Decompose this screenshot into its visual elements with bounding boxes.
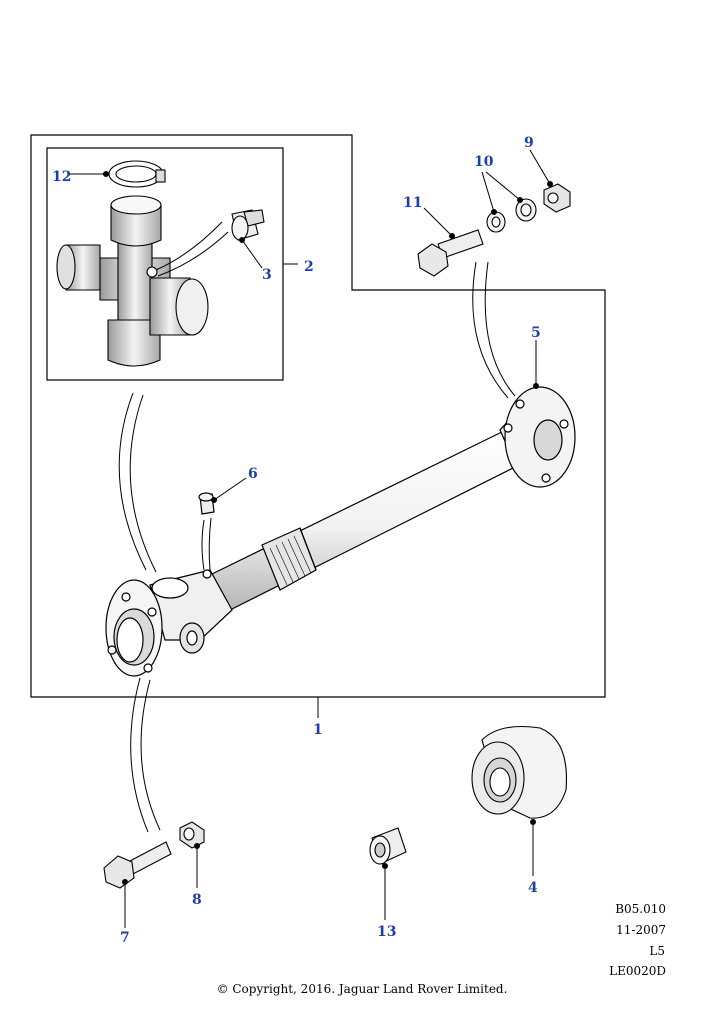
reference-code: B05.010 (615, 902, 666, 916)
callout-10: 10 (474, 154, 494, 170)
universal-joint-illustration (56, 160, 265, 367)
leader-lines (70, 149, 553, 928)
reference-date: 11-2007 (616, 923, 666, 937)
front-fixing-hardware (103, 821, 205, 889)
callout-9: 9 (524, 135, 534, 151)
center-bearing-4 (471, 725, 568, 819)
reference-illustration-id: LE0020D (609, 964, 666, 978)
callout-12: 12 (52, 169, 71, 185)
callout-4: 4 (528, 880, 538, 896)
callout-2: 2 (304, 259, 314, 275)
callout-6: 6 (248, 466, 258, 482)
callout-7: 7 (120, 930, 130, 946)
callout-11: 11 (403, 195, 422, 211)
callout-5: 5 (531, 325, 541, 341)
spacer-13 (369, 827, 407, 865)
reference-level: L5 (649, 944, 665, 958)
callout-1: 1 (313, 722, 323, 738)
callout-3: 3 (262, 267, 272, 283)
assembly-frame (30, 134, 606, 698)
copyright-notice: © Copyright, 2016. Jaguar Land Rover Lim… (216, 982, 508, 996)
callout-8: 8 (192, 892, 202, 908)
rear-fixing-hardware (417, 183, 571, 277)
propeller-shaft-illustration (105, 386, 576, 677)
callout-13: 13 (377, 924, 396, 940)
